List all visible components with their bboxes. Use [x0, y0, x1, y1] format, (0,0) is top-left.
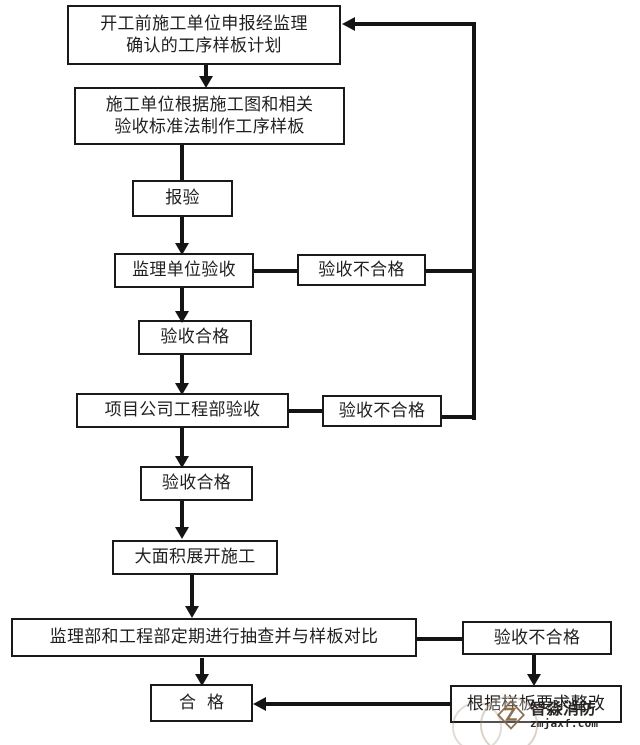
- arrowhead-n9-to-n10: [175, 527, 189, 539]
- node-sample-plan-declaration[interactable]: 开工前施工单位申报经监理 确认的工序样板计划: [67, 5, 341, 65]
- connector-n4-to-n5: [253, 269, 299, 273]
- arrowhead-n12-to-n14: [527, 674, 541, 686]
- node-acceptance-passed-2[interactable]: 验收合格: [140, 466, 253, 501]
- node-acceptance-failed-3[interactable]: 验收不合格: [462, 621, 612, 655]
- node-inspection-request[interactable]: 报验: [132, 180, 233, 217]
- connector-n7-to-n8: [288, 409, 324, 413]
- return-bus-top-horizontal: [355, 22, 474, 26]
- arrowhead-n3-to-n4: [175, 243, 189, 255]
- connector-n4-to-n6: [180, 288, 184, 314]
- node-project-company-acceptance[interactable]: 项目公司工程部验收: [76, 393, 289, 428]
- node-supervision-acceptance[interactable]: 监理单位验收: [114, 253, 254, 288]
- node-make-process-sample[interactable]: 施工单位根据施工图和相关 验收标准法制作工序样板: [74, 87, 345, 145]
- return-bus-vertical: [472, 22, 476, 420]
- connector-n5-to-return-bus: [425, 269, 476, 273]
- arrowhead-n4-to-n6: [175, 311, 189, 323]
- node-acceptance-failed-2[interactable]: 验收不合格: [322, 395, 442, 427]
- connector-n1-to-n2: [204, 65, 208, 80]
- arrowhead-n1-to-n2: [199, 76, 213, 88]
- connector-n10-to-n11: [190, 575, 194, 608]
- node-large-scale-construction[interactable]: 大面积展开施工: [112, 540, 278, 575]
- arrowhead-n11-to-n13: [195, 674, 209, 686]
- connector-n14-to-n13: [266, 702, 451, 706]
- arrowhead-n14-to-n13: [253, 697, 266, 711]
- connector-n11-to-n13: [200, 658, 204, 677]
- node-rectify-per-sample[interactable]: 根据样板要求整改: [450, 685, 622, 723]
- connector-n2-to-n3: [180, 145, 184, 181]
- connector-n3-to-n4: [180, 217, 184, 245]
- arrowhead-n7-to-n9: [175, 456, 189, 468]
- node-qualified[interactable]: 合格: [150, 684, 253, 722]
- connector-n12-to-n14: [532, 655, 536, 677]
- connector-n8-to-return-bus: [441, 415, 474, 419]
- connector-n9-to-n10: [180, 501, 184, 529]
- arrowhead-n10-to-n11: [185, 606, 199, 618]
- node-acceptance-failed-1[interactable]: 验收不合格: [297, 254, 426, 286]
- connector-n11-to-n12: [416, 637, 464, 641]
- connector-n7-to-n9: [180, 428, 184, 458]
- node-acceptance-passed-1[interactable]: 验收合格: [138, 320, 252, 355]
- node-periodic-spot-check[interactable]: 监理部和工程部定期进行抽查并与样板对比: [11, 618, 417, 657]
- arrowhead-n6-to-n7: [175, 383, 189, 395]
- connector-n6-to-n7: [180, 355, 184, 385]
- arrowhead-return-to-n1: [342, 17, 355, 31]
